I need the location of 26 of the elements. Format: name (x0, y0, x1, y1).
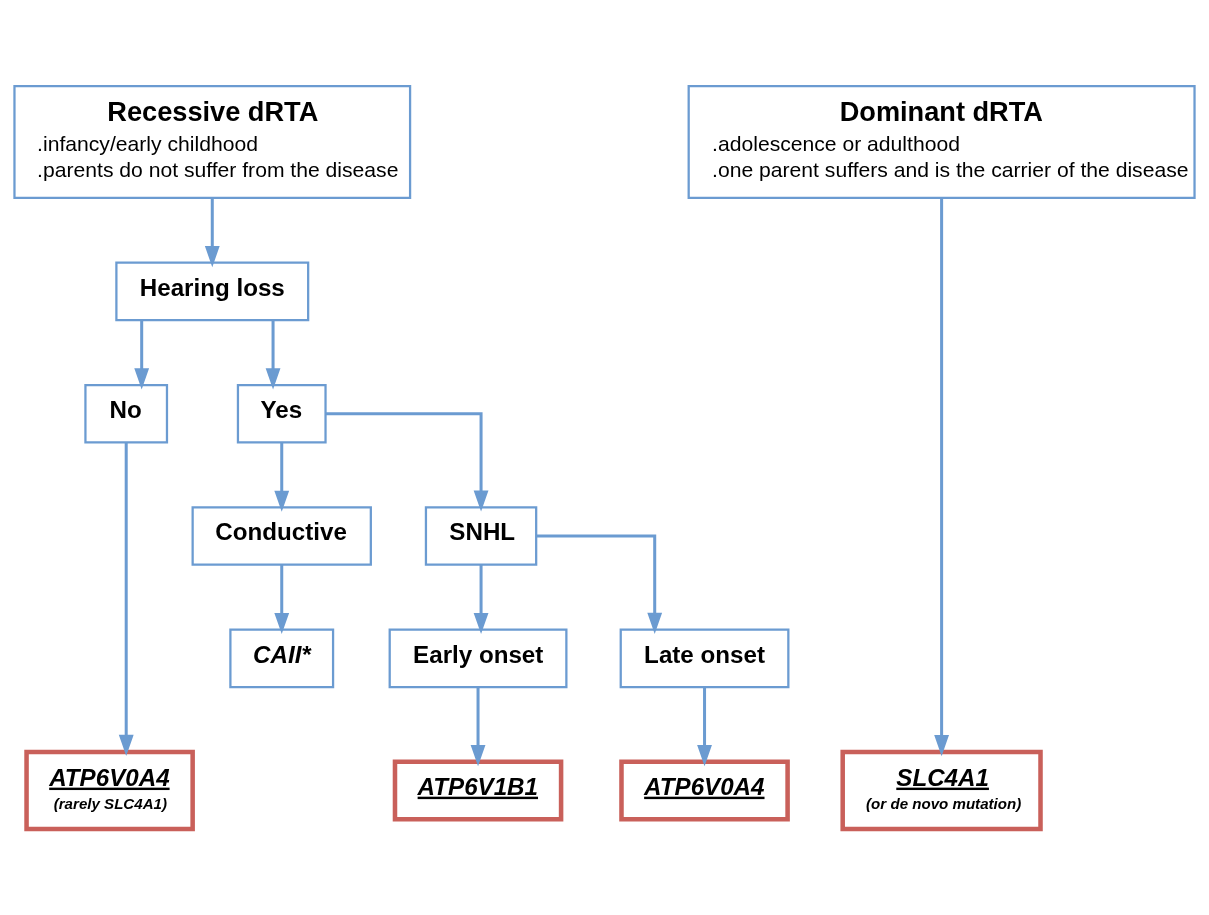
arrow (204, 198, 220, 268)
node-box: CAII* (229, 628, 335, 689)
node-box: Hearing loss (115, 261, 310, 322)
arrow (326, 412, 489, 512)
arrow (265, 320, 281, 390)
arrow (934, 198, 949, 757)
arrow (274, 442, 290, 512)
arrow (697, 687, 712, 767)
arrow (118, 442, 134, 757)
node-box: Early onset (388, 628, 568, 689)
node-box: SLC4A1 (or de novo mutation) (840, 749, 1043, 832)
arrow (470, 687, 486, 767)
arrow (274, 565, 290, 635)
node-box: ATP6V0A4 (rarely SLC4A1) (24, 749, 195, 832)
node-box: No (84, 383, 169, 444)
arrow (473, 565, 489, 635)
node-box: Late onset (619, 628, 790, 689)
node-box: Dominant dRTA .adolescence or adulthood .one parent suffers and is the carrier of the disease (687, 84, 1196, 199)
arrow (536, 534, 663, 634)
node-box: ATP6V1B1 (392, 759, 564, 822)
node-box: Yes (236, 383, 327, 444)
node-box: SNHL (424, 506, 538, 566)
arrow (134, 320, 150, 390)
node-box: Conductive (191, 506, 372, 566)
node-box: ATP6V0A4 (619, 759, 790, 822)
node-box: Recessive dRTA .infancy/early childhood .parents do not suffer from the disease (13, 84, 412, 199)
